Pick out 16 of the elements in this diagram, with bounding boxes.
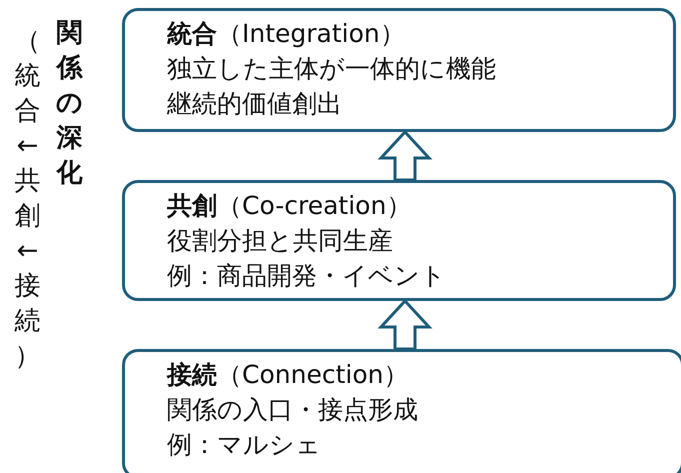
hollow-arrow [378,298,432,350]
stage-description: 継続的価値創出 [167,89,342,119]
stage-box [122,180,676,301]
stage-description: 役割分担と共同生産 [167,226,393,256]
stage-box [122,349,681,473]
hollow-arrow [378,130,432,182]
vertical-note: （統合←共創←接続） [14,25,41,373]
stage-description: 独立した主体が一体的に機能 [167,54,496,84]
stage-description: 例：商品開発・イベント [167,261,446,291]
vertical-heading: 関係の深化 [56,17,83,190]
stage-box [122,8,676,132]
stage-description: 関係の入口・接点形成 [167,395,418,425]
stage-heading: 接続（Connection） [167,360,408,390]
stage-heading: 共創（Co-creation） [167,191,412,221]
stage-heading: 統合（Integration） [167,19,405,49]
stage-description: 例：マルシェ [167,430,321,460]
